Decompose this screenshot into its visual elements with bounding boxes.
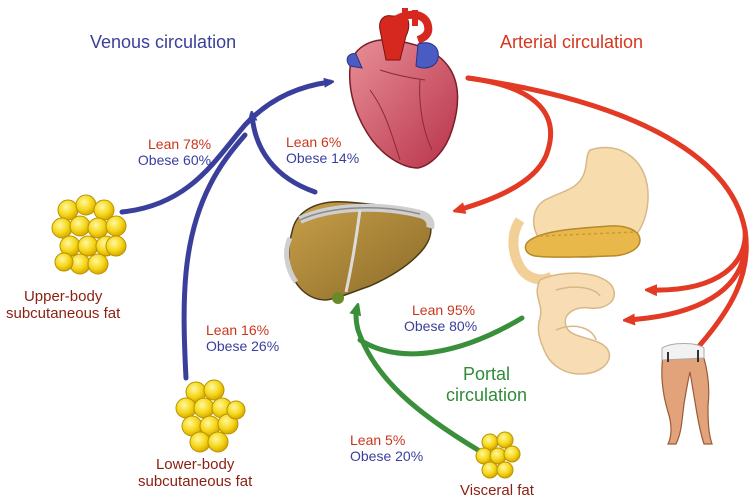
upper-body-fat-cluster <box>52 195 126 274</box>
lower-body-fat-label: Lower-body subcutaneous fat <box>138 456 252 491</box>
arterial-circulation-title: Arterial circulation <box>500 32 643 53</box>
heart-to-liver-arrow <box>458 78 551 210</box>
upper-body-fat-line1: Upper-body <box>6 288 120 305</box>
visceral-to-liver-lean: Lean 5% <box>350 432 423 448</box>
upper-to-heart-lean: Lean 78% <box>148 136 211 152</box>
portal-circulation-title: Portal circulation <box>446 364 527 405</box>
visceral-fat-cluster <box>476 432 520 478</box>
gut-to-liver-obese: Obese 80% <box>404 318 477 334</box>
liver-to-heart-lean: Lean 6% <box>286 134 359 150</box>
gut-illustration <box>513 147 648 374</box>
liver-to-heart-stats: Lean 6% Obese 14% <box>286 134 359 166</box>
visceral-to-liver-obese: Obese 20% <box>350 448 423 464</box>
venous-circulation-title: Venous circulation <box>90 32 236 53</box>
lower-body-fat-line2: subcutaneous fat <box>138 473 252 490</box>
liver-illustration <box>287 202 431 304</box>
lower-to-heart-lean: Lean 16% <box>206 322 279 338</box>
upper-body-fat-label: Upper-body subcutaneous fat <box>6 288 120 323</box>
portal-title-line2: circulation <box>446 385 527 406</box>
gut-to-liver-lean: Lean 95% <box>412 302 477 318</box>
upper-to-heart-obese: Obese 60% <box>124 152 211 168</box>
lower-body-fat-cluster <box>176 380 245 452</box>
visceral-fat-label: Visceral fat <box>460 482 534 499</box>
legs-illustration <box>662 344 712 445</box>
lower-to-heart-stats: Lean 16% Obese 26% <box>206 322 279 354</box>
lower-to-heart-obese: Obese 26% <box>206 338 279 354</box>
lower-body-fat-line1: Lower-body <box>138 456 252 473</box>
upper-body-fat-line2: subcutaneous fat <box>6 305 120 322</box>
gut-to-liver-stats: Lean 95% Obese 80% <box>404 302 477 334</box>
heart-illustration <box>347 8 457 168</box>
liver-to-heart-obese: Obese 14% <box>286 150 359 166</box>
visceral-to-liver-stats: Lean 5% Obese 20% <box>350 432 423 464</box>
portal-title-line1: Portal <box>446 364 527 385</box>
upper-to-heart-stats: Lean 78% Obese 60% <box>148 136 211 168</box>
